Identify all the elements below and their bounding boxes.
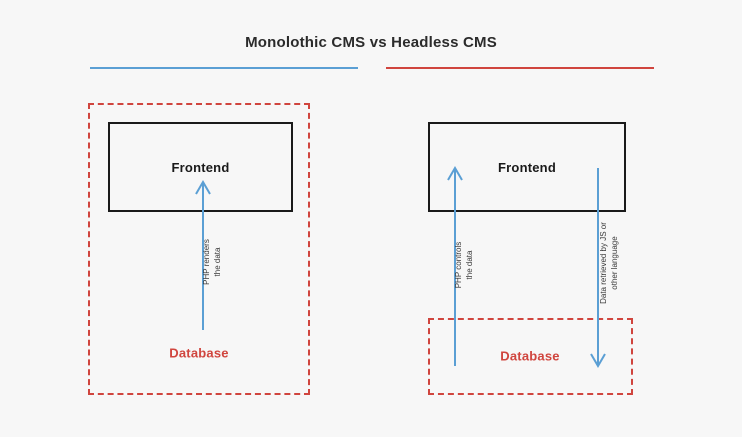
headless-frontend-box: Frontend [428,122,626,212]
headless-up-arrow [447,166,463,366]
headless-divider-line [386,67,654,69]
monolithic-system-boundary [88,103,310,395]
monolithic-divider-line [90,67,358,69]
monolithic-database-label: Database [169,345,229,361]
headless-down-arrow-label: Data retrieved by JS or other language [599,222,619,304]
diagram-title: Monolothic CMS vs Headless CMS [245,34,497,51]
headless-down-arrow [590,168,606,368]
monolithic-up-arrow [195,180,211,330]
monolithic-frontend-box: Frontend [108,122,293,212]
headless-up-arrow-label: PHP controls the data [454,241,474,289]
headless-database-boundary [428,318,633,395]
headless-database-label: Database [500,348,560,364]
headless-frontend-label: Frontend [498,159,556,175]
monolithic-frontend-label: Frontend [171,159,230,175]
monolithic-arrow-label: PHP renders the data [202,239,222,285]
